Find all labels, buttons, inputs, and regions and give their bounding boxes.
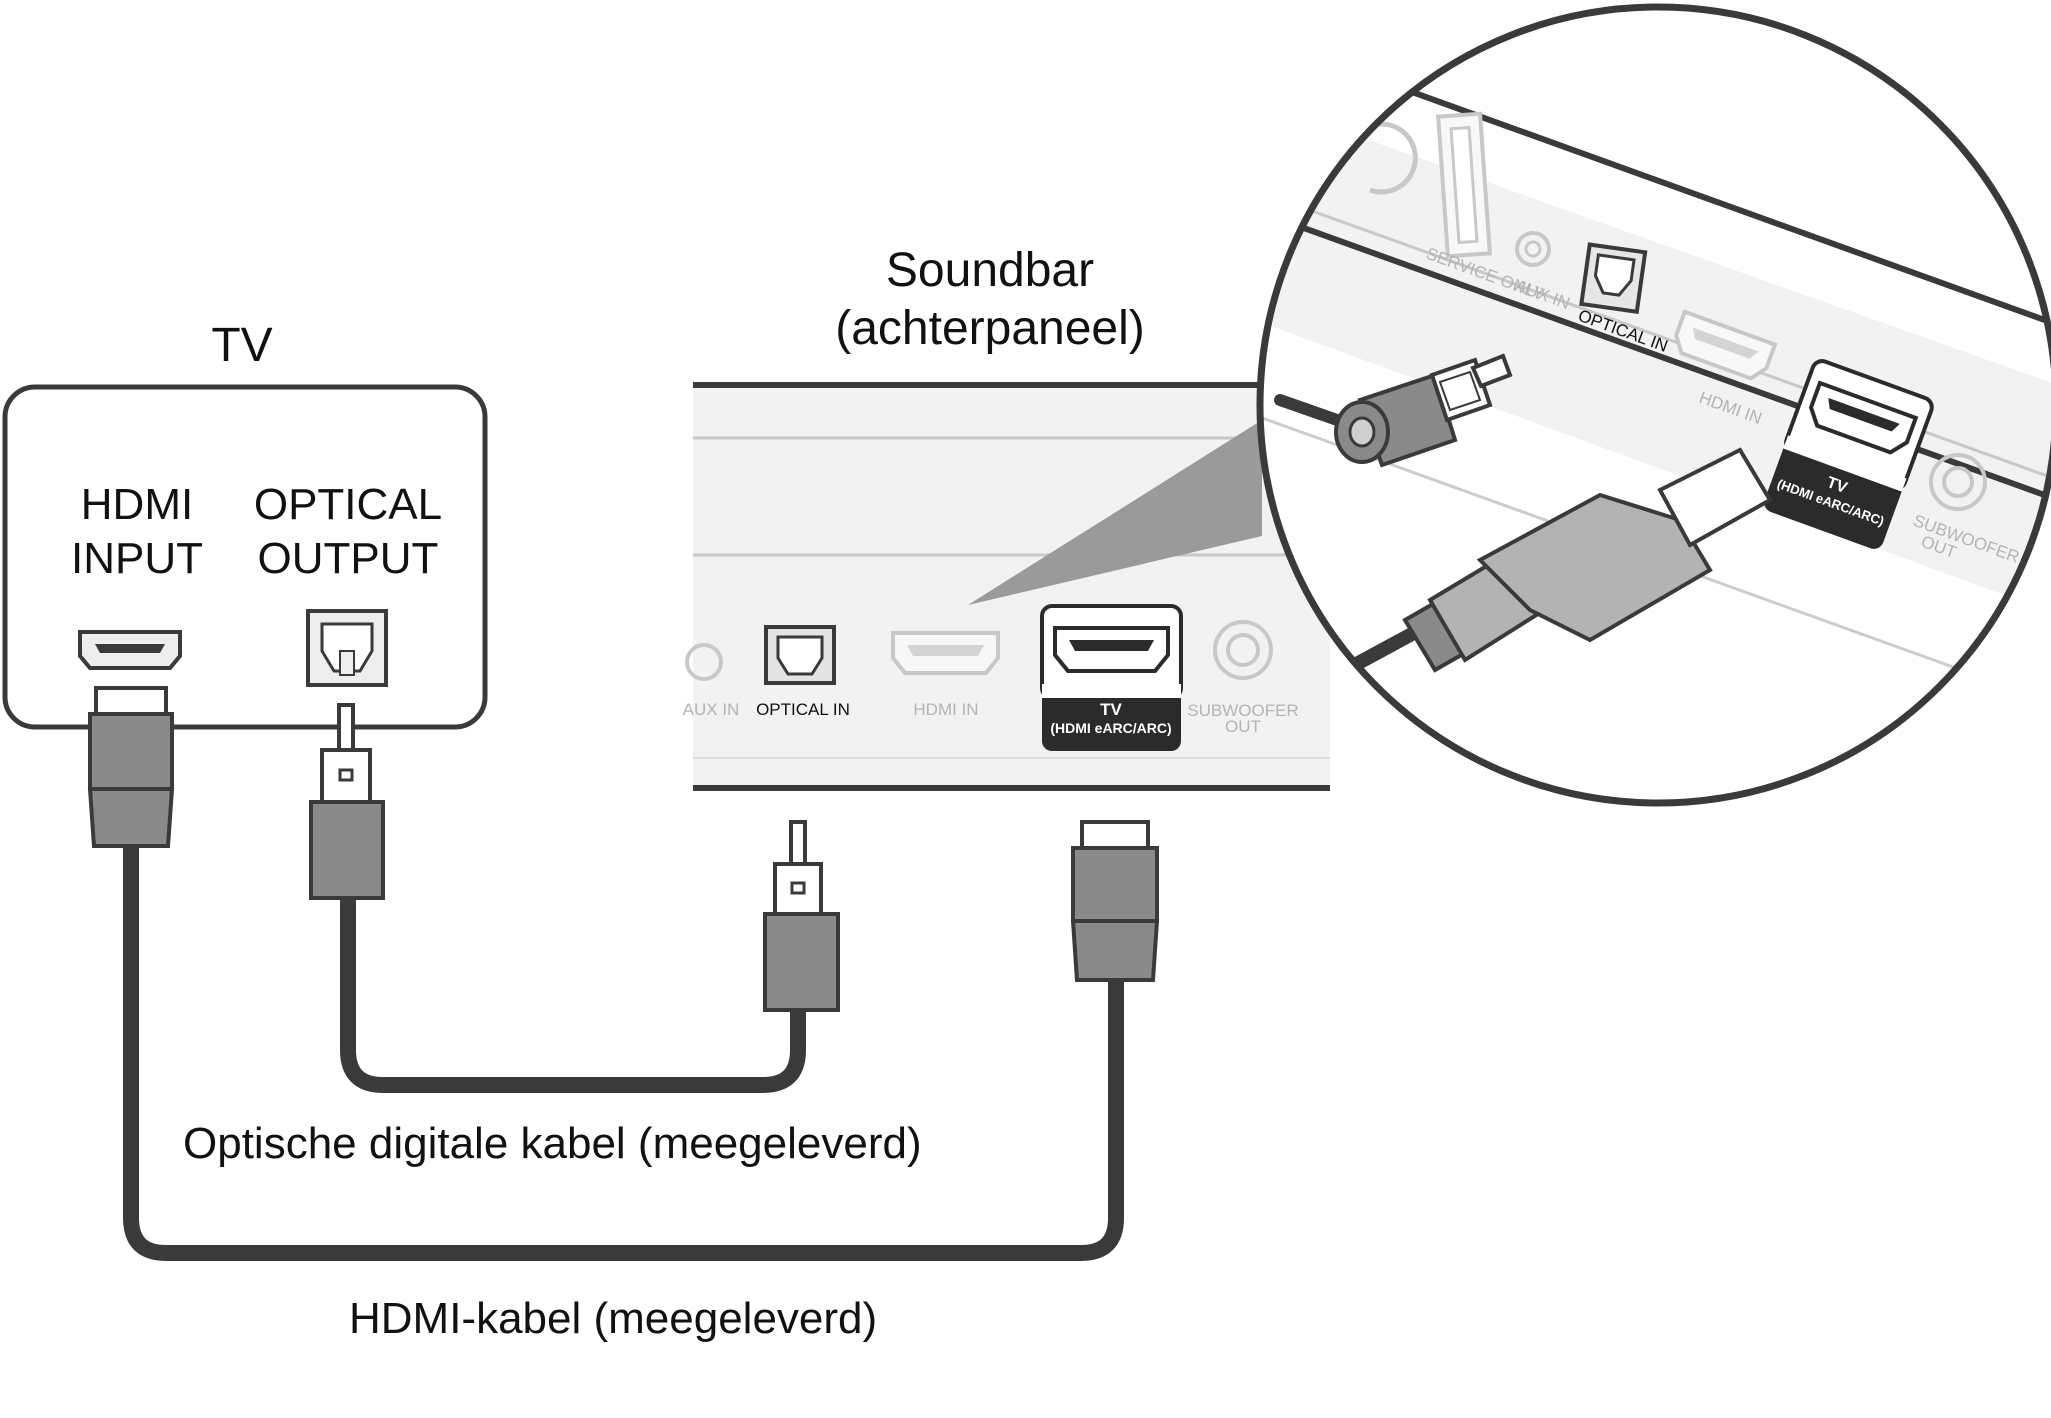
- zoom-tv-hdmi-earc-port: TV (HDMI eARC/ARC): [1764, 359, 1934, 549]
- tv-port-label-2: (HDMI eARC/ARC): [1050, 720, 1171, 736]
- tv-title: TV: [211, 319, 272, 372]
- subwoofer-out-port-icon: [1213, 620, 1273, 680]
- zoom-optical-in-port-icon: [1579, 242, 1648, 315]
- hdmi-in-label: HDMI IN: [913, 700, 978, 719]
- subwoofer-out-label-2: OUT: [1225, 717, 1261, 736]
- tv-optical-plug: [309, 703, 385, 900]
- tv-panel: TV HDMI INPUT OPTICAL OUTPUT: [2, 319, 488, 730]
- optical-output-label-1: OPTICAL: [254, 480, 442, 529]
- optical-output-label-2: OUTPUT: [258, 534, 439, 583]
- optical-in-label: OPTICAL IN: [756, 700, 850, 719]
- zoom-aux-in-port-icon: [1515, 231, 1551, 267]
- zoom-subwoofer-out-port-icon: [1929, 453, 1987, 511]
- tv-optical-port-icon: [306, 609, 388, 687]
- aux-in-port-icon: [685, 643, 723, 681]
- tv-hdmi-plug: [87, 686, 175, 848]
- zoom-hdmi-in-port-icon: [1674, 309, 1778, 381]
- zoom-wedge: [968, 420, 1262, 605]
- tv-hdmi-earc-port: [1040, 604, 1183, 751]
- zoom-optical-plug: [1274, 353, 1513, 468]
- tv-hdmi-port-icon: [78, 630, 182, 670]
- aux-in-label: AUX IN: [683, 700, 740, 719]
- zoom-inset: SERVICE ONLY AUX IN OPTICAL IN HDMI IN: [1256, 3, 2051, 807]
- soundbar-title-2: (achterpaneel): [835, 302, 1145, 355]
- soundbar-title-1: Soundbar: [886, 244, 1094, 297]
- hdmi-cable: [123, 846, 1124, 1261]
- zoom-tv-port-label-1: TV: [1824, 474, 1849, 497]
- subwoofer-out-label-1: SUBWOOFER: [1187, 701, 1298, 720]
- optical-cable: [340, 898, 806, 1093]
- optical-cable-caption: Optische digitale kabel (meegeleverd): [183, 1119, 922, 1168]
- soundbar-optical-plug: [763, 820, 840, 1012]
- hdmi-input-label-1: HDMI: [81, 480, 193, 529]
- hdmi-input-label-2: INPUT: [71, 534, 203, 583]
- soundbar-hdmi-plug: [1070, 820, 1160, 982]
- optical-in-port-icon: [764, 625, 836, 685]
- hdmi-in-port-icon: [891, 631, 1000, 675]
- zoom-service-only-port-icon: [1436, 111, 1492, 259]
- hdmi-cable-caption: HDMI-kabel (meegeleverd): [349, 1294, 877, 1343]
- tv-port-label-1: TV: [1100, 700, 1122, 719]
